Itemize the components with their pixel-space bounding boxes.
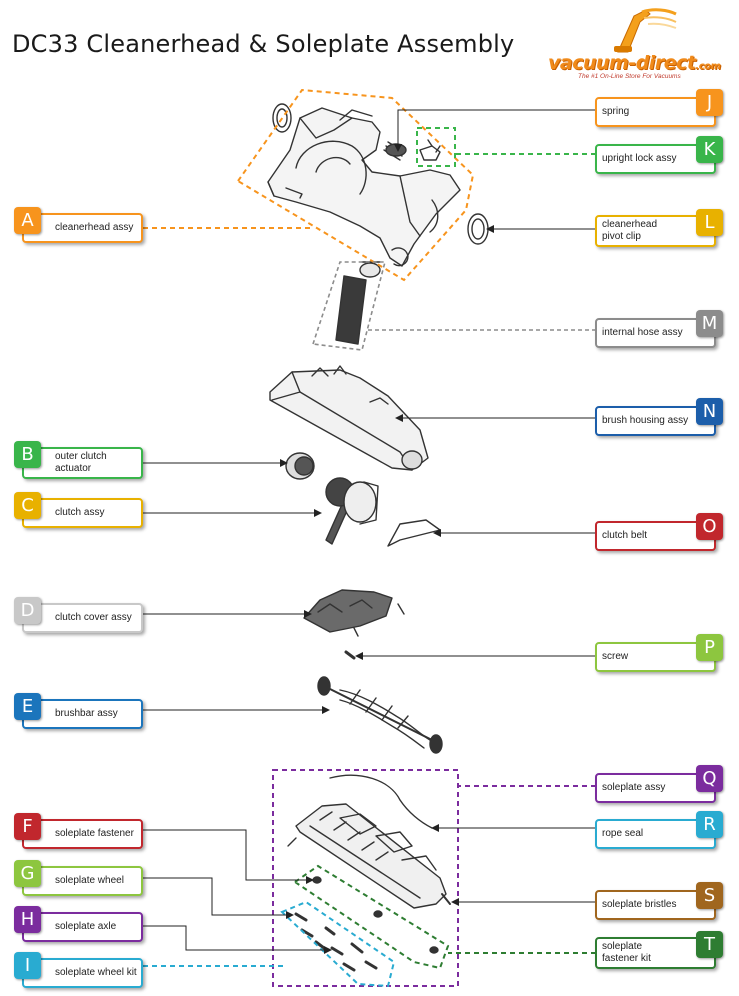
label-box-e: brushbar assy [22,699,143,729]
soleplate-bristles-part [441,893,451,905]
logo-tagline: The #1 On-Line Store For Vacuums [578,73,681,80]
badge-t: T [696,931,723,958]
badge-a: A [14,207,41,234]
vacuum-cleaner-icon [614,8,677,53]
outer-clutch-actuator-part [285,452,315,480]
label-box-m: internal hose assy [595,318,716,348]
badge-q: Q [696,765,723,792]
label-box-q: soleplate assy [595,773,716,803]
badge-k: K [696,136,723,163]
clutch-belt-part [387,519,441,547]
badge-o: O [696,513,723,540]
badge-f: F [14,813,41,840]
rope-seal-part [329,774,433,829]
logo-wordmark: vacuum-direct.com [548,52,721,74]
label-box-i: soleplate wheel kit [22,958,143,988]
brush-housing-part [269,365,429,471]
soleplate-fastener-part [312,876,322,884]
label-box-n: brush housing assy [595,406,716,436]
leader-lines [143,109,596,967]
badge-d: D [14,597,41,624]
page-title: DC33 Cleanerhead & Soleplate Assembly [12,30,515,58]
upright-lock-group-outline [416,127,456,167]
pivot-ring-left [272,103,292,133]
badge-l: L [696,209,723,236]
label-box-f: soleplate fastener [22,819,143,849]
badge-h: H [14,906,41,933]
clutch-cover-part [303,589,405,637]
label-box-k: upright lock assy [595,144,716,174]
upright-lock-part [419,139,441,161]
label-box-a: cleanerhead assy [22,213,143,243]
label-box-p: screw [595,642,716,672]
badge-g: G [14,860,41,887]
label-box-h: soleplate axle [22,912,143,942]
leader-arrowheads [280,144,494,954]
badge-c: C [14,492,41,519]
badge-n: N [696,398,723,425]
badge-j: J [696,89,723,116]
clutch-part [325,477,379,545]
label-box-g: soleplate wheel [22,866,143,896]
internal-hose-group-outline [311,261,387,351]
badge-r: R [696,811,723,838]
badge-s: S [696,882,723,909]
soleplate-wheel-kit-parts [294,912,378,972]
cleanerhead-part [267,107,461,267]
internal-hose-part [335,261,381,345]
badge-i: I [14,952,41,979]
soleplate-part [295,803,447,909]
brushbar-part [317,676,443,754]
badge-e: E [14,693,41,720]
cleanerhead-group-outline [236,88,475,282]
vacuum-direct-logo: vacuum-direct.com The #1 On-Line Store F… [548,6,734,80]
fastener-kit-group-outline [293,864,450,970]
screw-part [344,650,356,660]
label-box-o: clutch belt [595,521,716,551]
label-box-j: spring [595,97,716,127]
label-box-s: soleplate bristles [595,890,716,920]
soleplate-clip [287,837,297,847]
badge-m: M [696,310,723,337]
wheel-kit-group-outline [280,900,396,988]
soleplate-group-outline [272,769,459,987]
badge-p: P [696,634,723,661]
badge-b: B [14,441,41,468]
